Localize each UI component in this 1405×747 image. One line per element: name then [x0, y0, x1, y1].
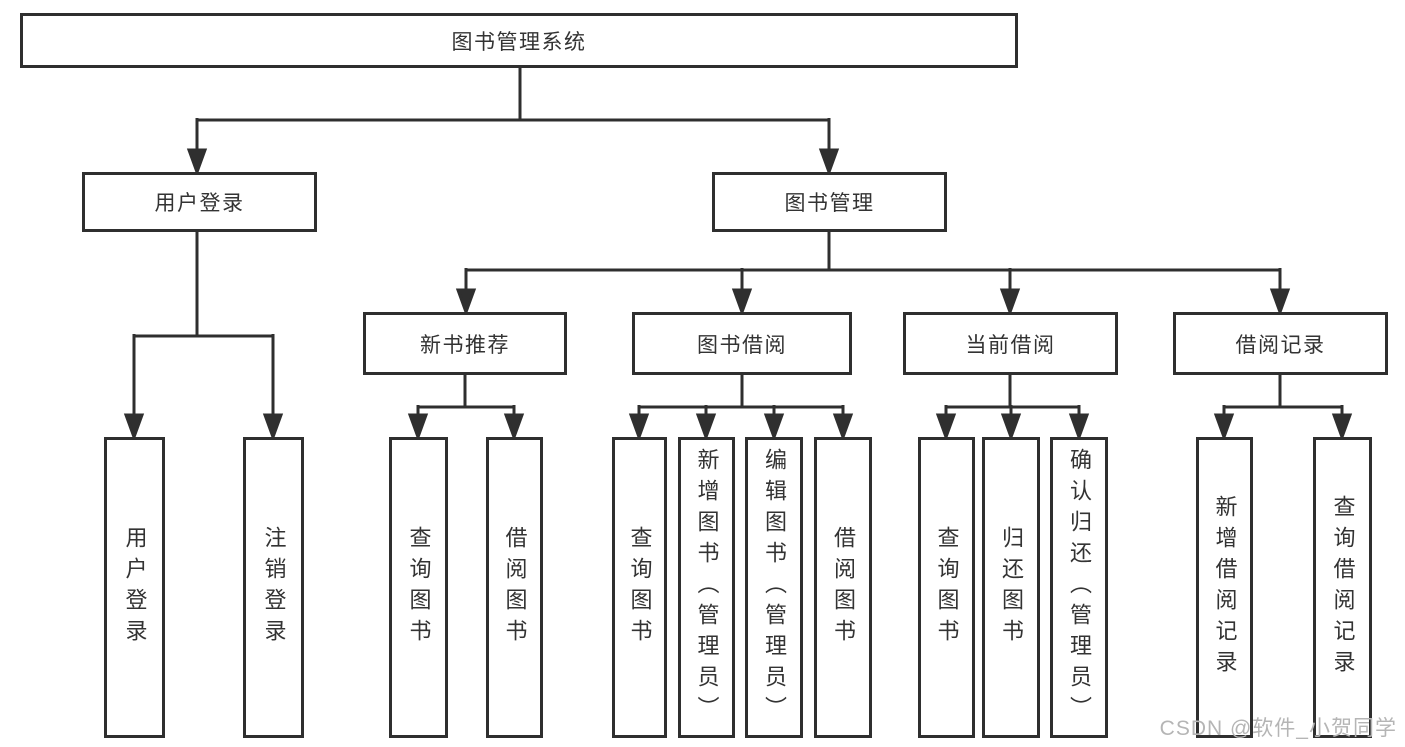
node-label: 当前借阅 [965, 333, 1056, 357]
node-label: 归还图书 [999, 525, 1024, 650]
node-label: 注销登录 [261, 525, 287, 650]
node-label: 用户登录 [154, 192, 245, 215]
node-label: 图书借阅 [697, 333, 787, 357]
node-label: 查询借阅记录 [1330, 494, 1356, 681]
leaf-add-borrow-record: 新增借阅记录 [1196, 437, 1253, 738]
leaf-query-books-cb: 查询图书 [918, 437, 975, 738]
leaf-return-books: 归还图书 [982, 437, 1040, 738]
node-label: 编辑图书（管理员） [762, 448, 787, 727]
leaf-logout: 注销登录 [243, 437, 304, 738]
node-root-library-system: 图书管理系统 [20, 13, 1018, 68]
connector-book-mgmt [455, 232, 1291, 317]
connector-root-to-level2 [186, 68, 840, 177]
leaf-query-books-bb: 查询图书 [612, 437, 667, 738]
node-label: 借阅记录 [1235, 333, 1326, 357]
node-label: 确认归还（管理员） [1067, 448, 1092, 727]
connector-user-login [123, 232, 284, 442]
node-label: 图书管理系统 [451, 30, 587, 54]
connector-borrow-records [1213, 375, 1353, 442]
csdn-watermark: CSDN @软件_小贺同学 [1159, 717, 1397, 740]
connector-current-borrow [935, 375, 1090, 442]
leaf-edit-books-admin: 编辑图书（管理员） [745, 437, 803, 738]
leaf-borrow-books-nb: 借阅图书 [486, 437, 543, 738]
node-book-management: 图书管理 [712, 172, 947, 232]
node-borrow-records: 借阅记录 [1173, 312, 1388, 375]
node-label: 新书推荐 [420, 333, 510, 357]
node-label: 借阅图书 [831, 525, 856, 650]
node-new-book-recommend: 新书推荐 [363, 312, 567, 375]
leaf-confirm-return-admin: 确认归还（管理员） [1050, 437, 1108, 738]
leaf-borrow-books-bb: 借阅图书 [814, 437, 872, 738]
node-label: 图书管理 [784, 192, 875, 215]
node-label: 新增图书（管理员） [694, 448, 720, 727]
node-user-login: 用户登录 [82, 172, 317, 232]
leaf-query-books-nb: 查询图书 [389, 437, 448, 738]
node-label: 查询图书 [627, 525, 653, 650]
node-label: 查询图书 [406, 525, 432, 650]
leaf-query-borrow-record: 查询借阅记录 [1313, 437, 1372, 738]
connector-new-book-rec [407, 375, 525, 442]
leaf-user-login: 用户登录 [104, 437, 165, 738]
leaf-add-books-admin: 新增图书（管理员） [678, 437, 735, 738]
node-current-borrow: 当前借阅 [903, 312, 1118, 375]
node-label: 用户登录 [122, 525, 148, 650]
node-label: 查询图书 [934, 525, 960, 650]
node-label: 借阅图书 [502, 525, 528, 650]
node-label: 新增借阅记录 [1212, 494, 1238, 681]
connector-book-borrow [628, 375, 854, 442]
node-book-borrow: 图书借阅 [632, 312, 852, 375]
